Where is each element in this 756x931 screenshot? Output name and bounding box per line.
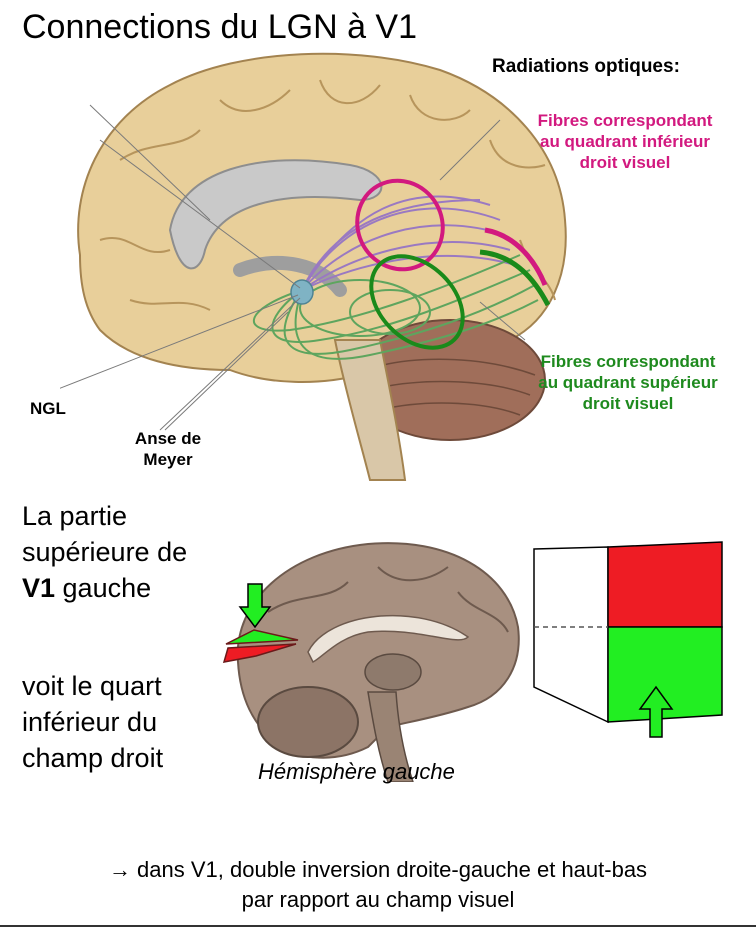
bottom-divider	[0, 925, 756, 927]
corpus-callosum	[307, 614, 470, 664]
partie-superieure-text: La partie supérieure de V1 gauche	[22, 501, 188, 603]
upper-right-quadrant	[607, 541, 723, 628]
page-title: Connections du LGN à V1	[22, 8, 418, 46]
anse-de-meyer-label: Anse de Meyer	[134, 429, 202, 469]
v1-lower-red	[222, 643, 297, 663]
hemisphere-caption: Hémisphère gauche	[258, 759, 455, 784]
brain-lateral-illustration	[60, 52, 567, 481]
upper-fiber-bundle	[301, 195, 516, 291]
cerebrum	[77, 52, 567, 383]
fibres-inferior-label: Fibres correspondant au quadrant inférie…	[537, 111, 713, 172]
visual-field-diagram	[533, 541, 723, 738]
voit-quart-text: voit le quart inférieur du champ droit	[22, 671, 164, 773]
fibres-superior-label: Fibres correspondant au quadrant supérie…	[538, 352, 718, 413]
gyri-lines	[99, 79, 556, 311]
lower-right-quadrant	[607, 626, 723, 723]
inferior-quadrant-highlight	[355, 178, 445, 272]
cerebellum-medial	[257, 686, 359, 758]
radiations-optiques-label: Radiations optiques:	[492, 56, 680, 77]
thalamus	[364, 653, 422, 691]
up-arrow-icon	[638, 685, 674, 738]
lateral-ventricle	[168, 159, 383, 270]
superior-quadrant-highlight	[369, 254, 465, 350]
down-arrow-icon	[238, 583, 272, 629]
brain-medial-section	[222, 542, 520, 782]
lower-fiber-bundle	[253, 254, 539, 360]
leader-lines	[60, 104, 526, 431]
left-field	[533, 546, 609, 724]
brainstem	[333, 339, 407, 481]
conclusion-text: → dans V1, double inversion droite-gauch…	[108, 857, 648, 912]
ngl-label: NGL	[30, 399, 66, 418]
v1-upper-green	[225, 629, 299, 645]
